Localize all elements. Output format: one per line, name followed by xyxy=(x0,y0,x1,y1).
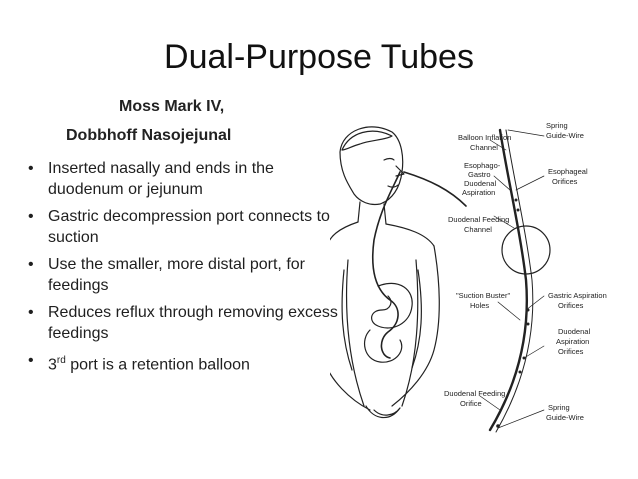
label-spring-top-2: Guide-Wire xyxy=(546,131,584,140)
label-duodenal-feeding-orifice-2: Orifice xyxy=(460,399,482,408)
bullet-5-pre: 3 xyxy=(48,356,57,374)
bullet-5-sup: rd xyxy=(56,355,66,366)
label-esophago-3: Duodenal xyxy=(464,179,496,188)
subtitle-line-1: Moss Mark IV, xyxy=(119,98,225,115)
tube-illustration: Balloon Inflation Channel Spring Guide-W… xyxy=(330,121,607,433)
tube-to-device xyxy=(403,171,467,207)
slide-title: Dual-Purpose Tubes xyxy=(164,38,474,76)
leader-lines xyxy=(479,129,545,429)
torso-right xyxy=(401,259,419,407)
shoulders xyxy=(330,221,435,247)
retention-balloon xyxy=(501,225,551,275)
inner-right-arm xyxy=(411,269,422,369)
hair-outline xyxy=(341,130,393,151)
orifice-marks xyxy=(496,198,530,428)
device-tube-outer xyxy=(488,128,529,432)
label-duodenal-aspiration-1: Duodenal xyxy=(558,327,590,336)
label-esophago-2: Gastro xyxy=(468,170,491,179)
label-gastric-aspiration-2: Orifices xyxy=(558,301,584,310)
label-suction-buster-2: Holes xyxy=(470,301,489,310)
label-suction-buster-1: "Suction Buster" xyxy=(456,291,510,300)
torso-left xyxy=(345,259,365,407)
label-esophago-4: Aspiration xyxy=(462,188,495,197)
device-tube-inner xyxy=(495,129,534,433)
label-duodenal-feeding-orifice-1: Duodenal Feeding xyxy=(444,389,505,398)
inner-left-arm xyxy=(341,269,353,371)
bullet-item: Use the smaller, more distal port, for f… xyxy=(26,254,346,296)
bullet-list: Inserted nasally and ends in the duodenu… xyxy=(26,158,346,381)
hands xyxy=(365,405,401,419)
subtitle-line-2: Dobbhoff Nasojejunal xyxy=(66,127,232,144)
bullet-item: Inserted nasally and ends in the duodenu… xyxy=(26,158,346,200)
left-arm xyxy=(330,372,371,411)
tube-in-body xyxy=(371,171,401,359)
label-esophago-1: Esophago- xyxy=(464,161,501,170)
face-eye xyxy=(383,157,395,161)
label-duodenal-aspiration-3: Orifices xyxy=(558,347,584,356)
label-duodenal-feeding-channel-2: Channel xyxy=(464,225,492,234)
bullet-item: 3rd port is a retention balloon xyxy=(26,350,346,375)
bullet-5-post: port is a retention balloon xyxy=(65,356,250,374)
label-spring-bottom-2: Guide-Wire xyxy=(546,413,584,422)
stomach-outline xyxy=(371,282,413,329)
label-duodenal-feeding-channel-1: Duodenal Feeding xyxy=(448,215,509,224)
label-duodenal-aspiration-2: Aspiration xyxy=(556,337,589,346)
bullet-item: Gastric decompression port connects to s… xyxy=(26,206,346,248)
label-gastric-aspiration-1: Gastric Aspiration xyxy=(548,291,607,300)
label-spring-top-1: Spring xyxy=(546,121,568,130)
bullet-item: Reduces reflux through removing excess f… xyxy=(26,302,346,344)
head-outline xyxy=(339,126,404,206)
right-arm xyxy=(391,245,440,407)
label-balloon-inflation-1: Balloon Inflation xyxy=(458,133,511,142)
label-esophageal-2: Orifices xyxy=(552,177,578,186)
label-esophageal-1: Esophageal xyxy=(548,167,588,176)
label-balloon-inflation-2: Channel xyxy=(470,143,498,152)
label-spring-bottom-1: Spring xyxy=(548,403,570,412)
intestine-outline xyxy=(363,329,403,363)
